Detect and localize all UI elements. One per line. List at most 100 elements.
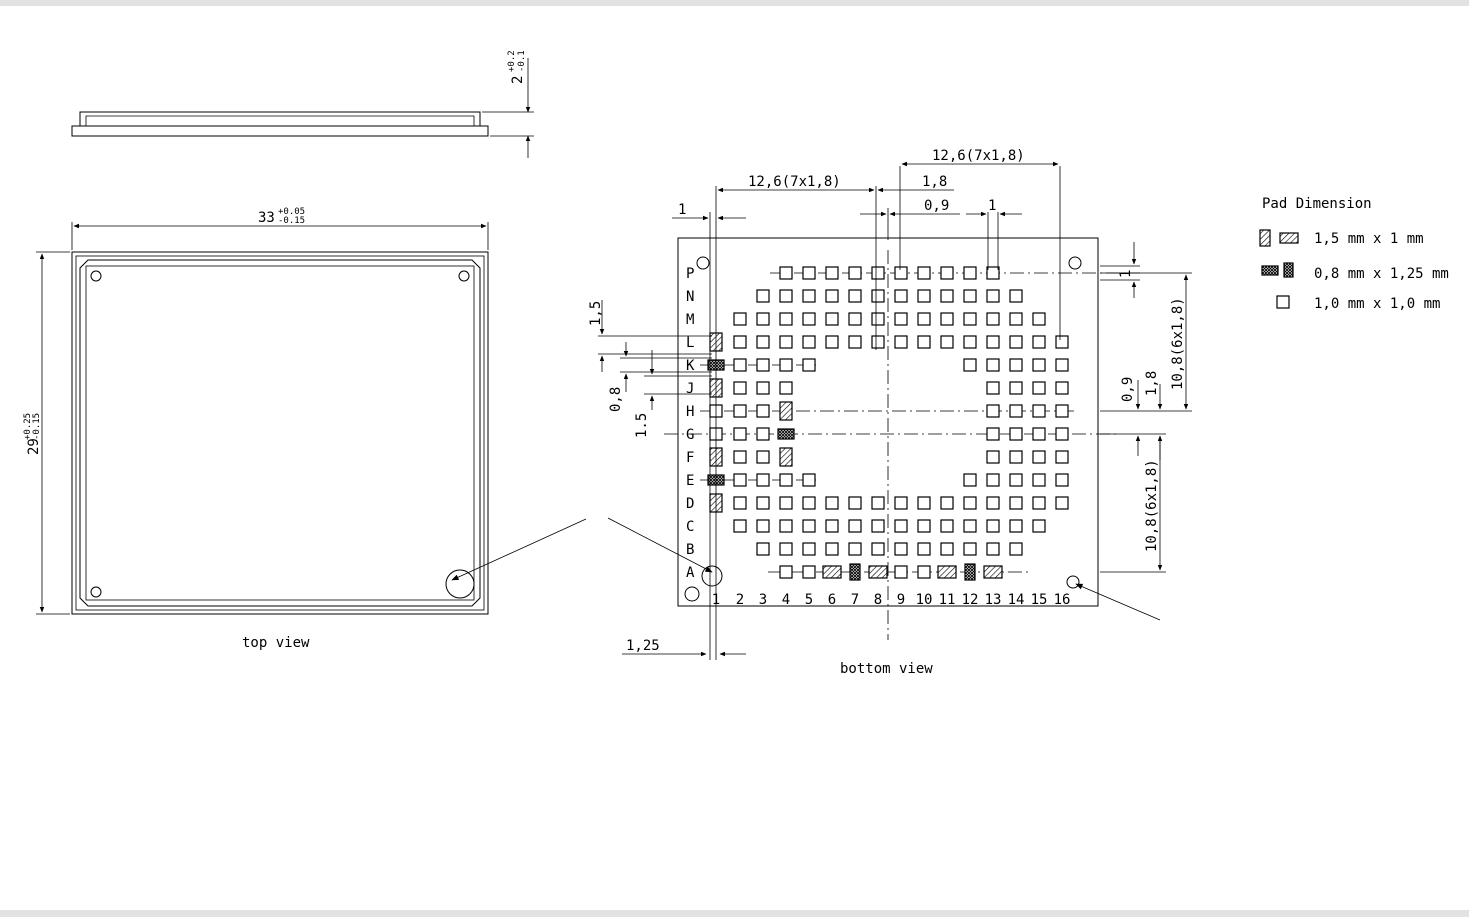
pad-N7 (849, 290, 861, 302)
pad-D13 (987, 497, 999, 509)
pad-N5 (803, 290, 815, 302)
side-thickness-tol-lower: -0.1 (517, 50, 527, 72)
pad-D5 (803, 497, 815, 509)
pad-N9 (895, 290, 907, 302)
pad-E16 (1056, 474, 1068, 486)
pad-H4 (780, 402, 792, 420)
corner-hole-icon (459, 271, 469, 281)
top-view: 33 +0.05 -0.15 29 +0.25 -0.15 top view (23, 207, 488, 651)
pad-K12 (964, 359, 976, 371)
pad-K4 (780, 359, 792, 371)
row-label: E (686, 473, 694, 489)
pad-B6 (826, 543, 838, 555)
column-label: 10 (916, 592, 933, 608)
corner-hole-icon (1067, 576, 1079, 588)
pad-F15 (1033, 451, 1045, 463)
pad-F4 (780, 448, 792, 466)
column-label: 11 (939, 592, 956, 608)
pad-N3 (757, 290, 769, 302)
pad-B8 (872, 543, 884, 555)
pad-P13 (987, 267, 999, 279)
dim-top-left-span: 12,6(7x1,8) (748, 174, 841, 190)
pad-L8 (872, 336, 884, 348)
row-label: A (686, 565, 695, 581)
pad-D12 (964, 497, 976, 509)
corner-hole-icon (685, 587, 699, 601)
column-label: 15 (1031, 592, 1048, 608)
pad-K3 (757, 359, 769, 371)
pad-D4 (780, 497, 792, 509)
column-label: 8 (874, 592, 882, 608)
legend-hatched-swatch-icon (1280, 233, 1298, 243)
pad-D7 (849, 497, 861, 509)
pad-H16 (1056, 405, 1068, 417)
pad-C14 (1010, 520, 1022, 532)
pad-E4 (780, 474, 792, 486)
row-label: G (686, 427, 694, 443)
pad-B14 (1010, 543, 1022, 555)
pad-C5 (803, 520, 815, 532)
pad-L7 (849, 336, 861, 348)
top-height-tol-lower: -0.15 (32, 413, 42, 440)
pad-G16 (1056, 428, 1068, 440)
side-thickness-tol-upper: +0.2 (507, 50, 517, 72)
pad-N12 (964, 290, 976, 302)
pad-A11 (938, 566, 956, 578)
pad-A4 (780, 566, 792, 578)
dim-right-upper-span: 10,8(6x1,8) (1170, 297, 1186, 390)
pad-P12 (964, 267, 976, 279)
pad-H2 (734, 405, 746, 417)
pad-D14 (1010, 497, 1022, 509)
pad-N13 (987, 290, 999, 302)
pad-B4 (780, 543, 792, 555)
pad-F3 (757, 451, 769, 463)
pad-A8 (869, 566, 887, 578)
pad-J16 (1056, 382, 1068, 394)
pad-L9 (895, 336, 907, 348)
dim-left-pitch-lower: 1.5 (634, 413, 650, 438)
top-width-label: 33 (258, 210, 275, 226)
dim-pad-one-left: 1 (678, 202, 686, 218)
pad-J2 (734, 382, 746, 394)
pad-C10 (918, 520, 930, 532)
pad-C13 (987, 520, 999, 532)
pad-J3 (757, 382, 769, 394)
pad-B5 (803, 543, 815, 555)
pad-G2 (734, 428, 746, 440)
dim-right-lower-span: 10,8(6x1,8) (1144, 459, 1160, 552)
pad-N10 (918, 290, 930, 302)
pad-C2 (734, 520, 746, 532)
pad-L12 (964, 336, 976, 348)
pad-M15 (1033, 313, 1045, 325)
pad-J14 (1010, 382, 1022, 394)
pin-one-marker-icon (446, 570, 474, 598)
pad-E12 (964, 474, 976, 486)
pad-F2 (734, 451, 746, 463)
pad-P9 (895, 267, 907, 279)
pad-L16 (1056, 336, 1068, 348)
pad-L15 (1033, 336, 1045, 348)
pad-A12 (965, 564, 975, 580)
row-label: B (686, 542, 694, 558)
pad-M8 (872, 313, 884, 325)
pad-H14 (1010, 405, 1022, 417)
pad-J4 (780, 382, 792, 394)
column-label: 6 (828, 592, 836, 608)
top-view-caption: top view (242, 635, 310, 651)
column-label: 4 (782, 592, 790, 608)
row-label: H (686, 404, 694, 420)
bottom-view-caption: bottom view (840, 661, 933, 677)
pad-L11 (941, 336, 953, 348)
pad-K13 (987, 359, 999, 371)
pad-G15 (1033, 428, 1045, 440)
column-label: 7 (851, 592, 859, 608)
pad-G14 (1010, 428, 1022, 440)
pad-A5 (803, 566, 815, 578)
pad-C7 (849, 520, 861, 532)
pad-N11 (941, 290, 953, 302)
dim-pad-one-top: 1 (988, 198, 996, 214)
legend-title: Pad Dimension (1262, 196, 1372, 212)
pad-L14 (1010, 336, 1022, 348)
